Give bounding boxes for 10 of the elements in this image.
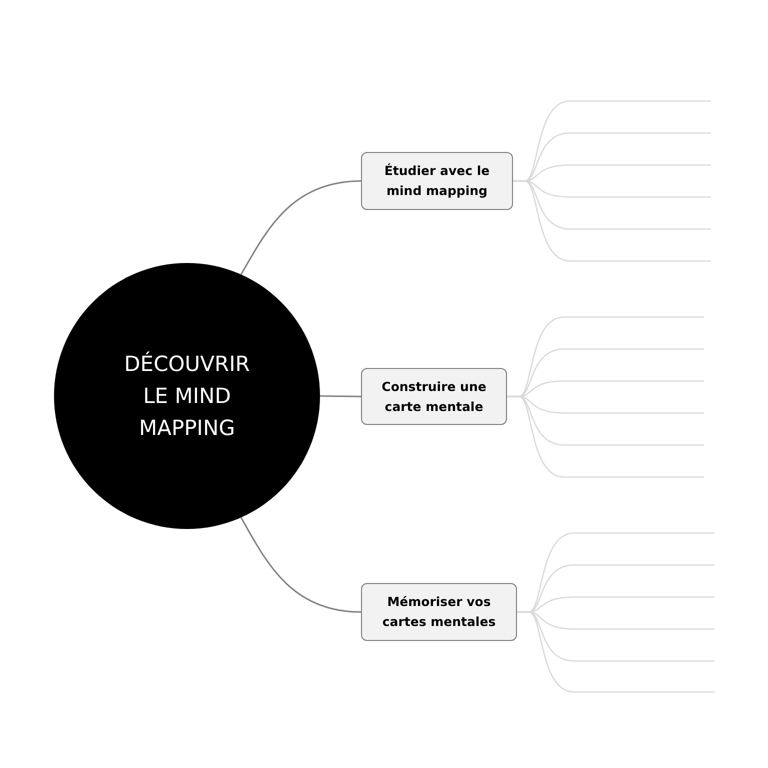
topic-box (361, 152, 513, 210)
topic-label: Construire une carte mentale (380, 378, 488, 416)
connector-line (240, 517, 362, 613)
topic-box (361, 368, 507, 425)
central-topic-label: DÉCOUVRIR LE MIND MAPPING (123, 350, 251, 442)
connector-line (320, 395, 362, 398)
connector-line (240, 180, 362, 275)
topic-label: Étudier avec le mind mapping (383, 162, 491, 200)
topic-box (361, 583, 517, 641)
topic-label: Mémoriser vos cartes mentales (381, 593, 497, 631)
